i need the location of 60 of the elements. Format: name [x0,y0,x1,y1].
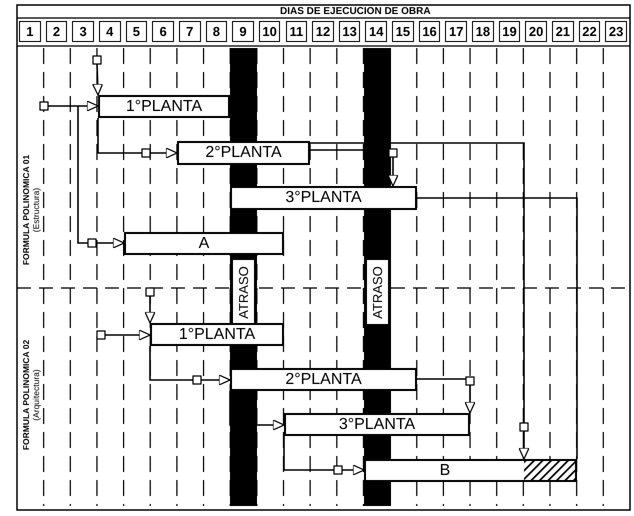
day-number: 22 [578,21,600,42]
task-label: 2°PLANTA [205,145,282,161]
task-bar [284,413,470,436]
day-number: 4 [98,21,121,42]
dependency-arrow [283,436,365,476]
day-number: 18 [472,21,494,42]
day-number: 21 [552,21,574,42]
task-bar [364,459,577,482]
dependency-arrow [310,142,530,460]
section-sublabel: (Estructura) [31,188,41,232]
dependency-arrow [92,64,104,96]
day-number: 7 [178,21,201,42]
dependency-arrow [229,391,285,431]
task-label: 3°PLANTA [338,416,416,432]
day-number: 13 [338,21,360,42]
task-bar [230,368,417,391]
day-number: 11 [286,21,308,42]
day-number: 6 [152,21,174,42]
day-number: 14 [365,21,388,42]
day-number: 8 [206,21,228,42]
task-label: 3°PLANTA [285,190,362,206]
task-label: 1°PLANTA [126,98,202,114]
day-number: 1 [19,21,41,42]
day-number: 20 [525,21,547,42]
dependency-arrow [149,346,231,386]
day-number: 15 [392,21,414,42]
day-number: 23 [605,21,627,42]
task-bar [150,323,284,346]
task-bar [230,186,417,210]
dependency-arrow [104,329,151,341]
dependency-arrow [47,100,99,112]
dependency-arrow [77,106,125,249]
task-bar [98,95,230,118]
section-label: FORMULA POLINOMICA 02 [21,340,31,450]
day-number: 3 [72,21,94,42]
delay-label: ATRASO [371,266,384,318]
delay-label-box [233,260,254,324]
task-bar [124,232,284,255]
section-sublabel: (Arquitectura) [31,369,41,421]
dependency-arrow [97,118,178,159]
day-number: 10 [258,21,280,42]
task-label: 1°PLANTA [178,326,256,342]
day-number: 16 [418,21,440,42]
chart-title: DIAS DE EJECUCION DE OBRA [280,7,431,17]
day-number: 9 [232,21,254,42]
delay-label-box [367,260,388,324]
dependency-arrow [417,378,476,414]
task-label: 2°PLANTA [285,372,362,388]
dependency-arrow [310,149,399,187]
day-number: 12 [312,21,334,42]
task-label: A [198,236,210,252]
delay-label: ATRASO [237,266,250,318]
dependency-arrow [144,296,156,324]
day-number: 19 [498,21,520,42]
day-number: 5 [126,21,148,42]
section-label: FORMULA POLINOMICA 01 [21,154,31,266]
task-bar [177,141,310,165]
day-number: 17 [445,21,468,42]
task-label: B [440,462,450,478]
day-number: 2 [46,21,68,42]
